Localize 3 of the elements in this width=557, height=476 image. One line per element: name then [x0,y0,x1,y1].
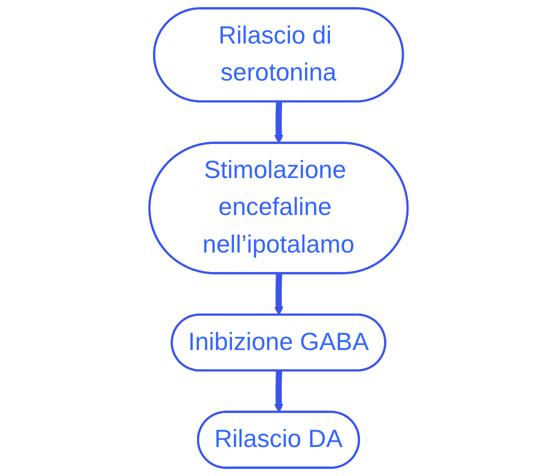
arrow [274,274,284,316]
arrow [274,370,284,413]
arrow [274,102,284,144]
